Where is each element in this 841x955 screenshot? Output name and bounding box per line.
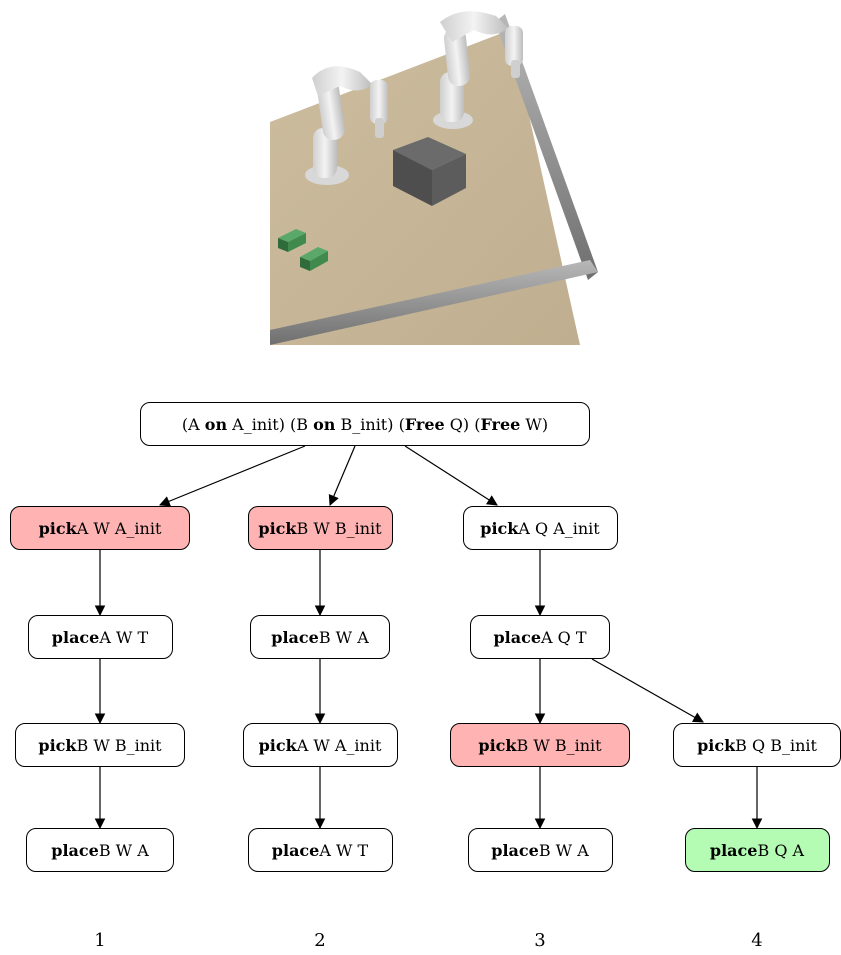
plan-node-place-1-2: place A W T: [27, 615, 173, 659]
action-args: B Q B_init: [735, 735, 817, 755]
action-args: A W T: [319, 840, 369, 860]
green-block-b: [300, 247, 328, 271]
action-name: pick: [697, 735, 736, 755]
edge-root-to-col1: [158, 445, 306, 507]
action-name: place: [51, 840, 99, 860]
action-args: B W A: [318, 627, 369, 647]
plan-node-pick-2-1: pick B W B_init: [247, 506, 393, 550]
table-rail-bottom: [270, 260, 598, 345]
root-node-label: (A on A_init) (B on B_init) (Free Q) (Fr…: [181, 414, 549, 434]
plan-node-place-2-2: place B W A: [250, 615, 390, 659]
table-rail-right: [495, 14, 598, 280]
plan-node-pick-2-3: pick A W A_init: [242, 723, 398, 767]
action-args: B Q A: [757, 840, 805, 860]
plan-node-place-2-4: place A W T: [247, 828, 393, 872]
action-name: pick: [38, 735, 77, 755]
robot-arm-left: [305, 66, 388, 185]
plan-node-pick-3-3: pick B W B_init: [450, 723, 630, 767]
plan-node-pick-1-3: pick B W B_init: [15, 723, 185, 767]
action-name: pick: [258, 518, 297, 538]
edge-root-to-col2: [328, 445, 356, 506]
column-label-4: 4: [751, 930, 763, 951]
action-args: A Q T: [541, 627, 587, 647]
action-args: B W B_init: [76, 735, 162, 755]
action-args: B W A: [98, 840, 149, 860]
root-node: (A on A_init) (B on B_init) (Free Q) (Fr…: [140, 402, 590, 446]
action-name: place: [491, 840, 539, 860]
action-name: place: [271, 627, 319, 647]
action-name: place: [493, 627, 542, 647]
plan-node-pick-1-1: pick A W A_init: [10, 506, 190, 550]
action-args: B W A: [538, 840, 589, 860]
dark-box: [393, 137, 466, 206]
green-block-a: [278, 229, 306, 252]
plan-node-place-4-2: place B Q A: [684, 828, 830, 872]
plan-node-place-1-4: place B W A: [26, 828, 174, 872]
plan-node-pick-3-1: pick A Q A_init: [462, 506, 618, 550]
action-name: place: [709, 840, 758, 860]
action-args: A W A_init: [296, 735, 382, 755]
action-name: pick: [38, 518, 77, 538]
action-args: A W T: [99, 627, 149, 647]
plan-node-pick-4-1: pick B Q B_init: [673, 723, 841, 767]
action-name: pick: [480, 518, 519, 538]
column-label-2: 2: [314, 930, 326, 951]
action-name: pick: [258, 735, 297, 755]
action-name: place: [51, 627, 100, 647]
action-name: pick: [478, 735, 517, 755]
action-name: place: [271, 840, 320, 860]
edge-root-to-col3: [404, 445, 498, 506]
robot-scene-image: [270, 11, 598, 345]
robot-arm-right: [433, 11, 523, 129]
action-args: B W B_init: [296, 518, 382, 538]
action-args: A Q A_init: [518, 518, 600, 538]
column-label-3: 3: [534, 930, 546, 951]
plan-node-place-3-2: place A Q T: [470, 615, 610, 659]
plan-node-place-3-4: place B W A: [467, 828, 613, 872]
column-label-1: 1: [94, 930, 106, 951]
edge-col3-branch-to-col4: [591, 658, 704, 723]
action-args: A W A_init: [76, 518, 162, 538]
action-args: B W B_init: [516, 735, 602, 755]
